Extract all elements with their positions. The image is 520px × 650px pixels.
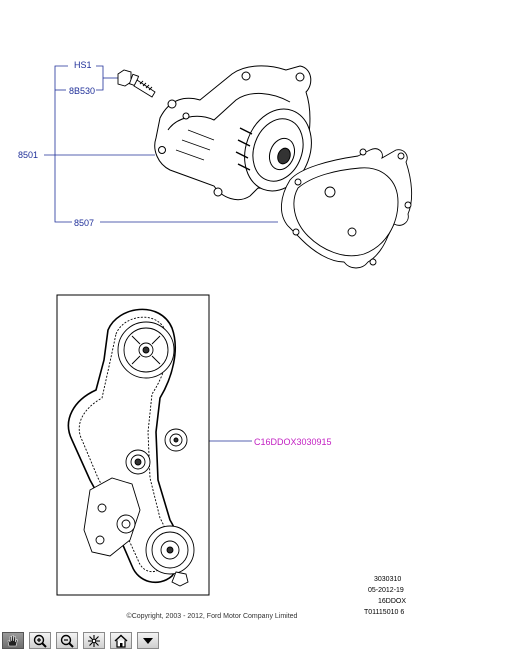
viewer-toolbar — [0, 631, 520, 650]
callout-pump[interactable]: 8501 — [18, 150, 38, 160]
callout-bolt[interactable]: 8B530 — [69, 86, 95, 96]
parts-diagram: HS1 8B530 8501 8507 C16DDOX3030915 — [18, 60, 413, 616]
zoom-out-button[interactable] — [56, 632, 78, 649]
ref-code-4: T01115010 6 — [364, 609, 404, 616]
copyright-notice: ©Copyright, 2003 - 2012, Ford Motor Comp… — [126, 613, 298, 620]
home-icon — [114, 634, 128, 648]
ref-code-3: 16DDOX — [378, 598, 406, 605]
hand-pan-icon — [7, 634, 18, 646]
zoom-out-icon — [60, 634, 74, 648]
options-dropdown-button[interactable] — [137, 632, 159, 649]
water-pump-drawing — [154, 65, 312, 201]
gasket-drawing — [281, 148, 413, 269]
zoom-in-icon — [33, 634, 47, 648]
callout-illustration[interactable]: C16DDOX3030915 — [254, 437, 332, 447]
dropdown-arrow-icon — [143, 637, 153, 644]
ref-code-1: 3030310 — [374, 576, 401, 583]
fit-to-window-icon — [88, 634, 100, 647]
fit-to-window-button[interactable] — [83, 632, 105, 649]
callout-hs1[interactable]: HS1 — [74, 60, 92, 70]
timing-belt-drawing — [67, 308, 195, 587]
callout-leader-lines — [44, 65, 278, 442]
callout-gasket[interactable]: 8507 — [74, 218, 94, 228]
pan-button[interactable] — [2, 632, 24, 649]
zoom-in-button[interactable] — [29, 632, 51, 649]
ref-code-2: 05-2012-19 — [368, 587, 404, 594]
bolt-drawing — [117, 69, 156, 98]
home-button[interactable] — [110, 632, 132, 649]
